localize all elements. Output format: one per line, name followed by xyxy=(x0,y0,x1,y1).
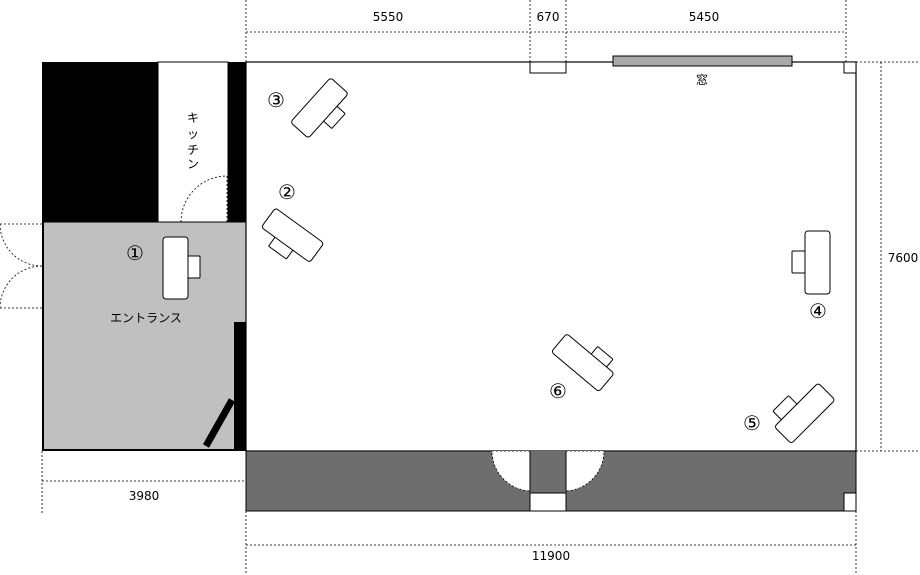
dimension-guides xyxy=(41,0,920,575)
desk-1 xyxy=(162,236,201,300)
desk-5 xyxy=(772,383,835,443)
entrance-inner-door xyxy=(202,398,236,448)
kitchen-label-2: ッ xyxy=(187,127,199,141)
top-right-pillar xyxy=(843,61,857,74)
main-room xyxy=(245,61,857,452)
desk-number-2: ② xyxy=(278,180,296,204)
desk-number-6: ⑥ xyxy=(549,379,567,403)
window-label: 窓 xyxy=(696,72,708,87)
desk-number-3: ③ xyxy=(267,88,285,112)
wall-block-left xyxy=(42,62,158,222)
corridor-double-door xyxy=(491,450,605,492)
kitchen-door xyxy=(180,175,228,223)
kitchen-label-3: チ xyxy=(187,143,199,157)
dimension-top-left: 5550 xyxy=(373,10,404,24)
entrance-floor xyxy=(44,222,246,450)
desk-number-4: ④ xyxy=(809,299,827,323)
dimension-top-right: 5450 xyxy=(689,10,720,24)
desk-4 xyxy=(791,230,831,295)
kitchen-label-1: キ xyxy=(187,111,199,125)
desk-6 xyxy=(552,334,614,392)
wall-kitchen-right xyxy=(228,62,246,222)
dimension-top-middle: 670 xyxy=(537,10,560,24)
desk-2 xyxy=(261,208,324,262)
corridor-doorway xyxy=(530,451,566,493)
dimension-bottom-left: 3980 xyxy=(129,489,160,503)
corridor-pillar-right xyxy=(843,492,857,512)
desk-number-5: ⑤ xyxy=(743,411,761,435)
desk-number-1: ① xyxy=(126,241,144,265)
desk-3 xyxy=(291,78,348,138)
entrance-outer-door xyxy=(0,223,43,309)
entrance-label: エントランス xyxy=(110,311,182,325)
window-bar xyxy=(612,55,793,67)
corridor-pillar-bottom xyxy=(529,492,567,512)
kitchen-area xyxy=(157,61,229,223)
top-pillar xyxy=(529,61,567,74)
dimension-right: 7600 xyxy=(888,251,919,265)
partition-wall xyxy=(234,322,246,450)
kitchen-label-4: ン xyxy=(187,157,199,171)
dimension-bottom: 11900 xyxy=(532,549,570,563)
